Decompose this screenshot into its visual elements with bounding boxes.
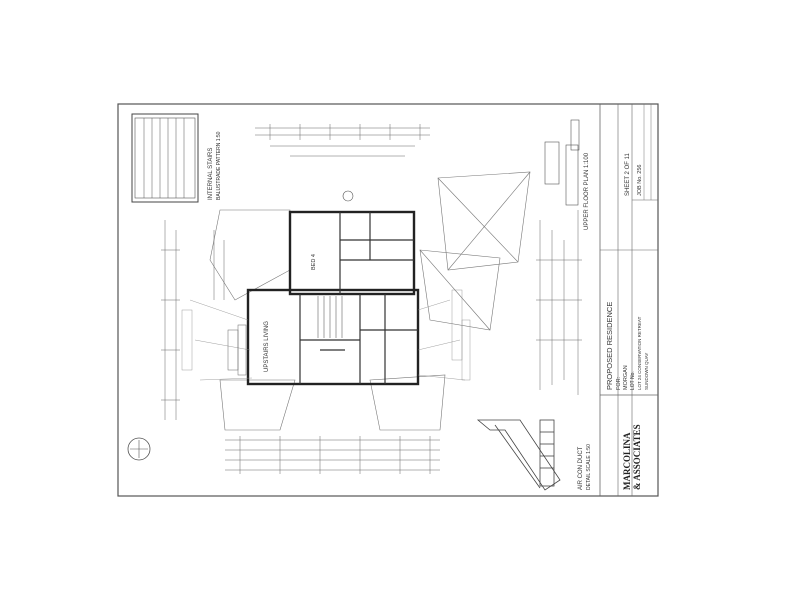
dimension-lines	[164, 127, 579, 471]
client-name: MORGAN	[623, 365, 629, 390]
lot-address: LOT 24 CONSERVATION RETREAT	[637, 316, 642, 390]
firm-name-line2: & ASSOCIATES	[632, 424, 642, 490]
title-block: MARCOLINA & ASSOCIATES PROPOSED RESIDENC…	[599, 104, 658, 496]
firm-name-line1: MARCOLINA	[622, 432, 632, 490]
internal-stairs-panel: INTERNAL STAIRS BALUSTRADE PATTERN 1:50	[131, 113, 222, 203]
room-label-bed: BED 4	[311, 254, 317, 270]
upper-floor-plan: UPSTAIRS LIVING BED 4	[246, 210, 420, 386]
job-number: JOB No. 256	[637, 165, 643, 197]
stairs-title: INTERNAL STAIRS	[208, 148, 214, 200]
lot-label: LOT No.	[630, 371, 636, 390]
for-label: FOR:	[616, 376, 622, 390]
suburb: SUNDOWN QUAY	[644, 353, 649, 390]
sheet-number: SHEET 2 OF 11	[625, 153, 631, 196]
balustrade-label: BALUSTRADE PATTERN 1:50	[216, 131, 222, 200]
detail-title: AIR CON DUCT	[578, 446, 584, 490]
roof-planes	[209, 171, 531, 431]
sheet-border	[117, 103, 659, 497]
notes-boxes	[544, 119, 580, 206]
north-point-icon	[127, 437, 151, 461]
plan-title: UPPER FLOOR PLAN 1:100	[584, 152, 590, 230]
dimension-ticks	[161, 124, 582, 474]
wing-north	[288, 210, 416, 296]
detail-scale: DETAIL SCALE 1:50	[586, 444, 592, 490]
living-wing	[246, 288, 420, 386]
project-label: PROPOSED RESIDENCE	[605, 302, 614, 390]
room-label-living: UPSTAIRS LIVING	[264, 321, 270, 372]
annotation-leaders	[181, 289, 471, 381]
grid-marker-icon	[342, 190, 354, 202]
section-detail: AIR CON DUCT DETAIL SCALE 1:50	[476, 419, 592, 491]
side-elevation-notes	[213, 230, 247, 376]
